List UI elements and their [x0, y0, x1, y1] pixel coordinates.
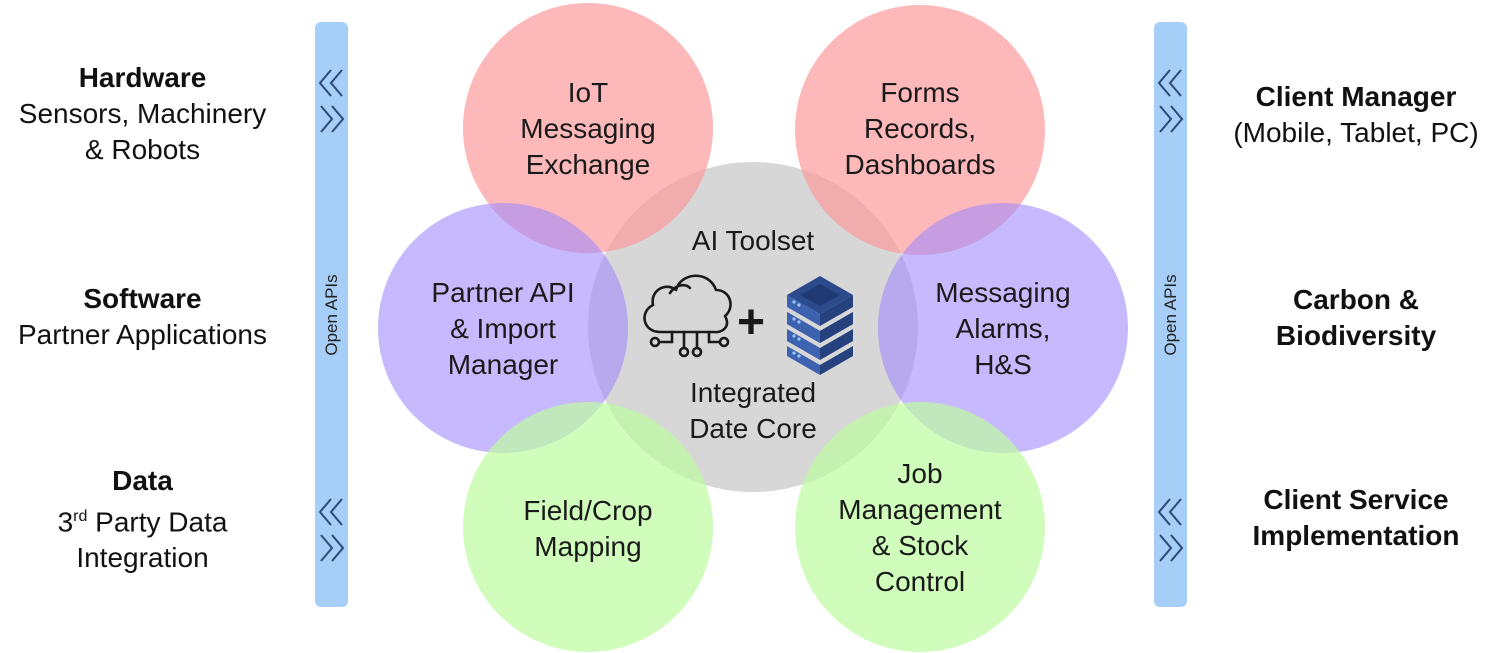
messaging-circle — [878, 203, 1128, 453]
job-circle — [795, 402, 1045, 652]
messaging-line: Alarms, — [955, 313, 1051, 344]
right-api-bar: Open APIs — [1154, 22, 1187, 607]
partner-circle — [378, 203, 628, 453]
chevron-right-double-icon — [320, 105, 345, 133]
core-top-label: AI Toolset — [691, 225, 815, 256]
forms-label: Forms Records, Dashboards — [810, 75, 1030, 183]
data-line-1-prefix: 3 — [57, 506, 74, 538]
carbon-block: Carbon & Biodiversity — [1215, 282, 1497, 354]
iot-circle — [463, 3, 713, 253]
partner-line: Manager — [447, 349, 559, 380]
hardware-block: Hardware Sensors, Machinery & Robots — [0, 60, 285, 168]
core-bottom-line: Date Core — [689, 413, 817, 444]
forms-line: Forms — [880, 77, 960, 108]
left-api-label: Open APIs — [321, 273, 341, 356]
field-circle — [463, 402, 713, 652]
chevron-right-double-icon — [1159, 534, 1184, 562]
carbon-line-1: Carbon & — [1293, 284, 1419, 315]
client-service-block: Client Service Implementation — [1215, 482, 1497, 554]
field-line: Mapping — [534, 531, 642, 562]
field-line: Field/Crop — [523, 495, 653, 526]
messaging-line: H&S — [974, 349, 1032, 380]
forms-circle — [795, 5, 1045, 255]
job-line: Control — [874, 566, 966, 597]
data-title: Data — [112, 465, 173, 496]
software-title: Software — [83, 283, 202, 314]
job-line: Job — [897, 458, 943, 489]
client-manager-title: Client Manager — [1255, 81, 1457, 112]
chevron-left-double-icon — [318, 498, 343, 526]
data-line-1-rest: Party Data — [87, 506, 228, 538]
data-line-1: 3rd Party Data — [0, 499, 285, 540]
forms-line: Records, — [863, 113, 977, 144]
messaging-label: Messaging Alarms, H&S — [893, 275, 1113, 383]
job-line: & Stock — [871, 530, 969, 561]
hardware-line-1: Sensors, Machinery — [18, 98, 267, 129]
cloud-network-icon — [643, 274, 732, 358]
core-circle — [588, 162, 918, 492]
hardware-line-2: & Robots — [84, 134, 201, 165]
forms-line: Dashboards — [844, 149, 996, 180]
client-service-line-2: Implementation — [1252, 520, 1460, 551]
data-line-1-sup: rd — [73, 508, 88, 525]
client-service-line-1: Client Service — [1263, 484, 1449, 515]
left-api-bar: Open APIs — [315, 22, 348, 607]
iot-line: IoT — [567, 77, 609, 108]
right-api-label: Open APIs — [1160, 273, 1180, 356]
client-manager-sub: (Mobile, Tablet, PC) — [1233, 117, 1479, 148]
iot-line: Exchange — [525, 149, 651, 180]
server-stack-icon — [787, 276, 853, 375]
iot-line: Messaging — [520, 113, 656, 144]
job-label: Job Management & Stock Control — [810, 456, 1030, 600]
core-bottom-line: Integrated — [689, 377, 817, 408]
chevron-left-double-icon — [318, 69, 343, 97]
job-line: Management — [838, 494, 1002, 525]
core-plus-sign: + — [736, 296, 766, 349]
chevron-right-double-icon — [320, 534, 345, 562]
software-line-1: Partner Applications — [17, 319, 268, 350]
field-label: Field/Crop Mapping — [478, 493, 698, 565]
client-manager-block: Client Manager (Mobile, Tablet, PC) — [1215, 79, 1497, 151]
partner-line: Partner API — [431, 277, 575, 308]
hardware-title: Hardware — [78, 62, 207, 93]
software-block: Software Partner Applications — [0, 281, 285, 353]
chevron-right-double-icon — [1159, 105, 1184, 133]
data-line-2: Integration — [76, 542, 209, 574]
chevron-left-double-icon — [1157, 69, 1182, 97]
messaging-line: Messaging — [935, 277, 1071, 308]
iot-label: IoT Messaging Exchange — [478, 75, 698, 183]
partner-label: Partner API & Import Manager — [393, 275, 613, 383]
carbon-line-2: Biodiversity — [1275, 320, 1437, 351]
data-block: Data 3rd Party Data Integration — [0, 463, 285, 576]
chevron-left-double-icon — [1157, 498, 1182, 526]
core-bottom-label: Integrated Date Core — [653, 375, 853, 447]
partner-line: & Import — [450, 313, 556, 344]
